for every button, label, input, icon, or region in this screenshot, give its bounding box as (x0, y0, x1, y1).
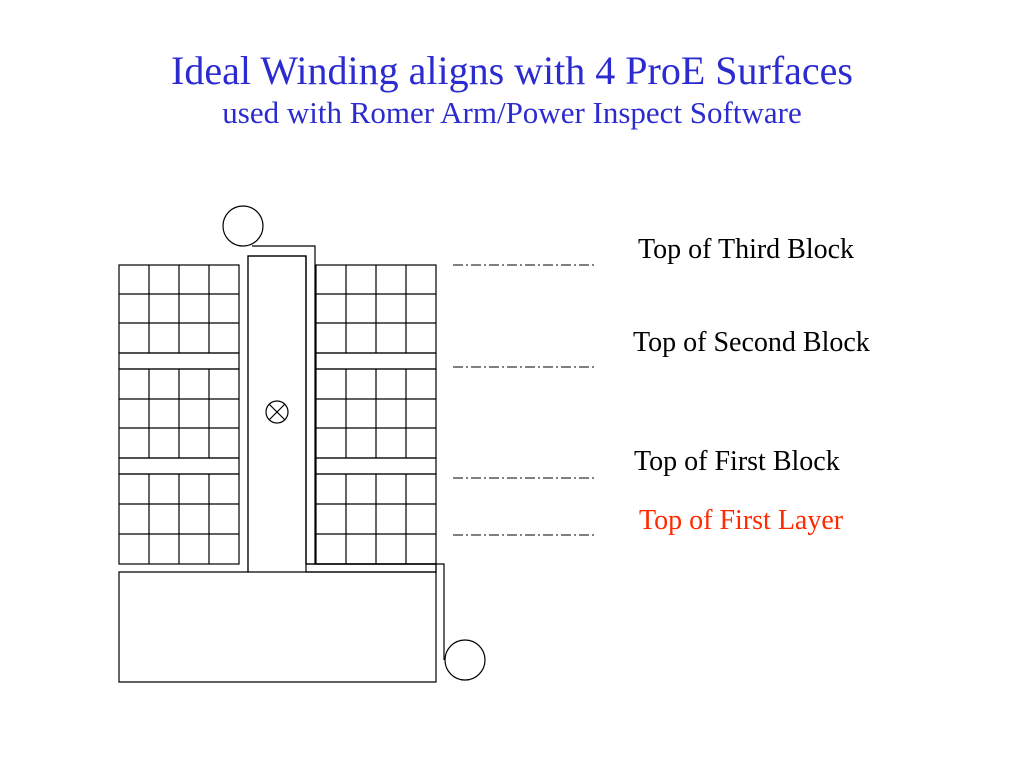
lead-top-circle-icon (222, 205, 264, 247)
left-first-block (118, 473, 240, 565)
core-base-outline (118, 255, 437, 683)
label-top-first-block: Top of First Block (634, 446, 840, 477)
right-winding-grid (315, 264, 437, 565)
right-third-block (315, 264, 437, 354)
left-third-block (118, 264, 240, 354)
label-top-third-block: Top of Third Block (638, 234, 855, 265)
left-second-block (118, 368, 240, 459)
left-spacer-lower (118, 457, 240, 475)
title-block: Ideal Winding aligns with 4 ProE Surface… (0, 48, 1024, 132)
right-spacer-lower (315, 457, 437, 475)
left-spacer-upper (118, 352, 240, 370)
label-top-second-block: Top of Second Block (633, 327, 870, 358)
page-subtitle: used with Romer Arm/Power Inspect Softwa… (222, 95, 802, 130)
core-inner-outline (247, 255, 437, 573)
lead-wire-path-inner (305, 256, 436, 573)
lead-wire-path (252, 245, 445, 660)
page-title: Ideal Winding aligns with 4 ProE Surface… (171, 48, 853, 93)
left-winding-grid (118, 264, 240, 565)
right-second-block (315, 368, 437, 459)
right-first-block (315, 473, 437, 565)
right-spacer-upper (315, 352, 437, 370)
label-top-first-layer: Top of First Layer (639, 505, 844, 536)
lead-bottom-circle-icon (444, 639, 486, 681)
cross-circle-icon (265, 400, 289, 424)
